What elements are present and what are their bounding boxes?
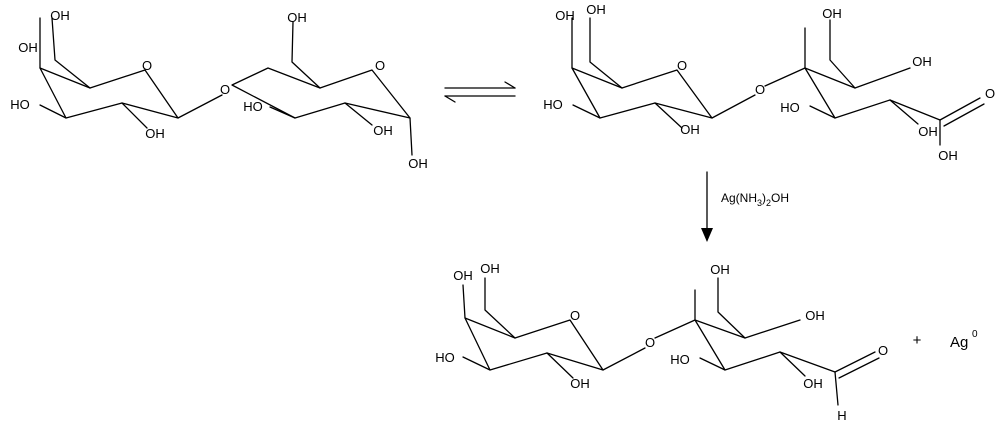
ho-label: HO [10,97,30,112]
molecule-lactose-cyclic: OH OH HO OH O O OH O HO OH OH [10,8,428,171]
oh-label: OH [680,122,700,137]
oh-label: OH [373,123,393,138]
molecule-open-chain-acid: OH OH HO OH O O OH OH HO OH O OH [543,2,995,163]
oh-label: OH [918,124,938,139]
glycosidic-oxygen-label: O [220,82,230,97]
oh-label: OH [287,10,307,25]
ho-label: HO [543,97,563,112]
ho-label: HO [435,350,455,365]
plus-sign: + [913,332,922,349]
oh-label: OH [938,148,958,163]
oh-label: OH [453,268,473,283]
ho-label: HO [670,352,690,367]
oh-label: OH [145,126,165,141]
oh-label: OH [710,262,730,277]
ring-oxygen-label: O [677,58,687,73]
aldehyde-h-label: H [837,408,846,423]
oh-label: OH [912,54,932,69]
oh-label: OH [480,261,500,276]
oh-label: OH [822,6,842,21]
ho-label: HO [243,99,263,114]
carbonyl-oxygen-label: O [985,86,995,101]
byproduct-silver: + Ag 0 [913,329,978,351]
oxidation-state: 0 [972,329,978,340]
molecule-aldehyde-product: OH OH HO OH O O OH OH HO OH O H [435,261,888,423]
oh-label: OH [586,2,606,17]
carbonyl-oxygen-label: O [878,343,888,358]
oh-label: OH [555,8,575,23]
ring-oxygen-label: O [142,58,152,73]
ring-oxygen-label: O [375,58,385,73]
oh-label: OH [18,40,38,55]
glycosidic-oxygen-label: O [755,82,765,97]
ho-label: HO [780,100,800,115]
ring-oxygen-label: O [570,308,580,323]
equilibrium-arrows [444,81,516,103]
oh-label: OH [805,308,825,323]
oh-label: OH [803,376,823,391]
oh-label: OH [570,376,590,391]
oh-label: OH [50,8,70,23]
oh-label: OH [408,156,428,171]
reaction-arrow [701,171,713,242]
glycosidic-oxygen-label: O [645,335,655,350]
reagent-label: Ag(NH3)2OH [721,191,789,208]
silver-symbol: Ag [950,334,968,351]
